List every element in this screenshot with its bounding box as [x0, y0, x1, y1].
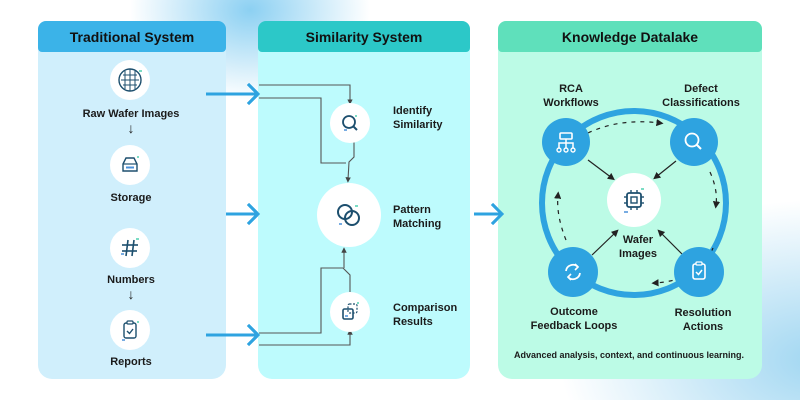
pattern-matching-label: Pattern Matching	[393, 204, 442, 230]
overlapping-circles-icon	[337, 204, 360, 226]
similarity-routing-lines	[259, 84, 355, 346]
storage-node	[110, 145, 150, 185]
chip-icon	[624, 188, 644, 213]
traditional-system-header: Traditional System	[38, 21, 226, 52]
wafer-grid-icon	[118, 68, 142, 92]
arrow-similarity-to-datalake	[474, 202, 505, 226]
clipboard-check-icon	[122, 320, 139, 341]
knowledge-datalake-header: Knowledge Datalake	[498, 21, 762, 52]
arrow-down-icon: ↓	[127, 286, 135, 302]
outcome-feedback-loops-node	[548, 247, 598, 297]
comparison-results-label: Comparison Results	[393, 302, 458, 328]
refresh-icon	[565, 263, 581, 281]
arrow-traditional-to-similarity-top	[206, 82, 261, 106]
resolution-actions-label: Resolution Actions	[674, 307, 732, 333]
datalake-ring	[539, 108, 729, 298]
rca-workflows-node	[542, 118, 590, 166]
comparison-results-node	[330, 292, 370, 332]
similarity-system-header: Similarity System	[258, 21, 470, 52]
arrow-traditional-to-similarity-bottom	[206, 323, 261, 347]
storage-label: Storage	[110, 192, 152, 204]
reports-label: Reports	[110, 356, 152, 368]
wafer-images-center-label: Wafer Images	[619, 234, 657, 260]
numbers-label: Numbers	[107, 274, 155, 286]
arrow-traditional-to-similarity-middle	[226, 202, 261, 226]
raw-wafer-images-node	[110, 60, 150, 100]
numbers-node	[110, 228, 150, 268]
pattern-matching-node	[317, 183, 381, 247]
datalake-cycle-arrows	[554, 118, 721, 287]
rca-workflows-label: RCA Workflows	[543, 83, 599, 109]
defect-classifications-label: Defect Classifications	[662, 83, 740, 109]
datalake-spoke-arrows	[587, 159, 683, 256]
datalake-caption: Advanced analysis, context, and continuo…	[513, 350, 745, 360]
outcome-feedback-loops-label: Outcome Feedback Loops	[530, 306, 618, 332]
hash-icon	[121, 238, 139, 257]
defect-classifications-node	[670, 118, 718, 166]
compare-squares-icon	[342, 302, 359, 320]
clipboard-check-icon	[692, 261, 706, 280]
identify-similarity-label: Identify Similarity	[393, 105, 443, 131]
hierarchy-icon	[556, 132, 576, 153]
wafer-images-center-node	[607, 173, 661, 227]
storage-drive-icon	[122, 156, 139, 172]
magnifier-icon	[342, 115, 358, 131]
raw-wafer-images-label: Raw Wafer Images	[82, 108, 180, 120]
search-icon	[684, 132, 702, 150]
arrow-down-icon: ↓	[127, 120, 135, 136]
reports-node	[110, 310, 150, 350]
resolution-actions-node	[674, 247, 724, 297]
identify-similarity-node	[330, 103, 370, 143]
